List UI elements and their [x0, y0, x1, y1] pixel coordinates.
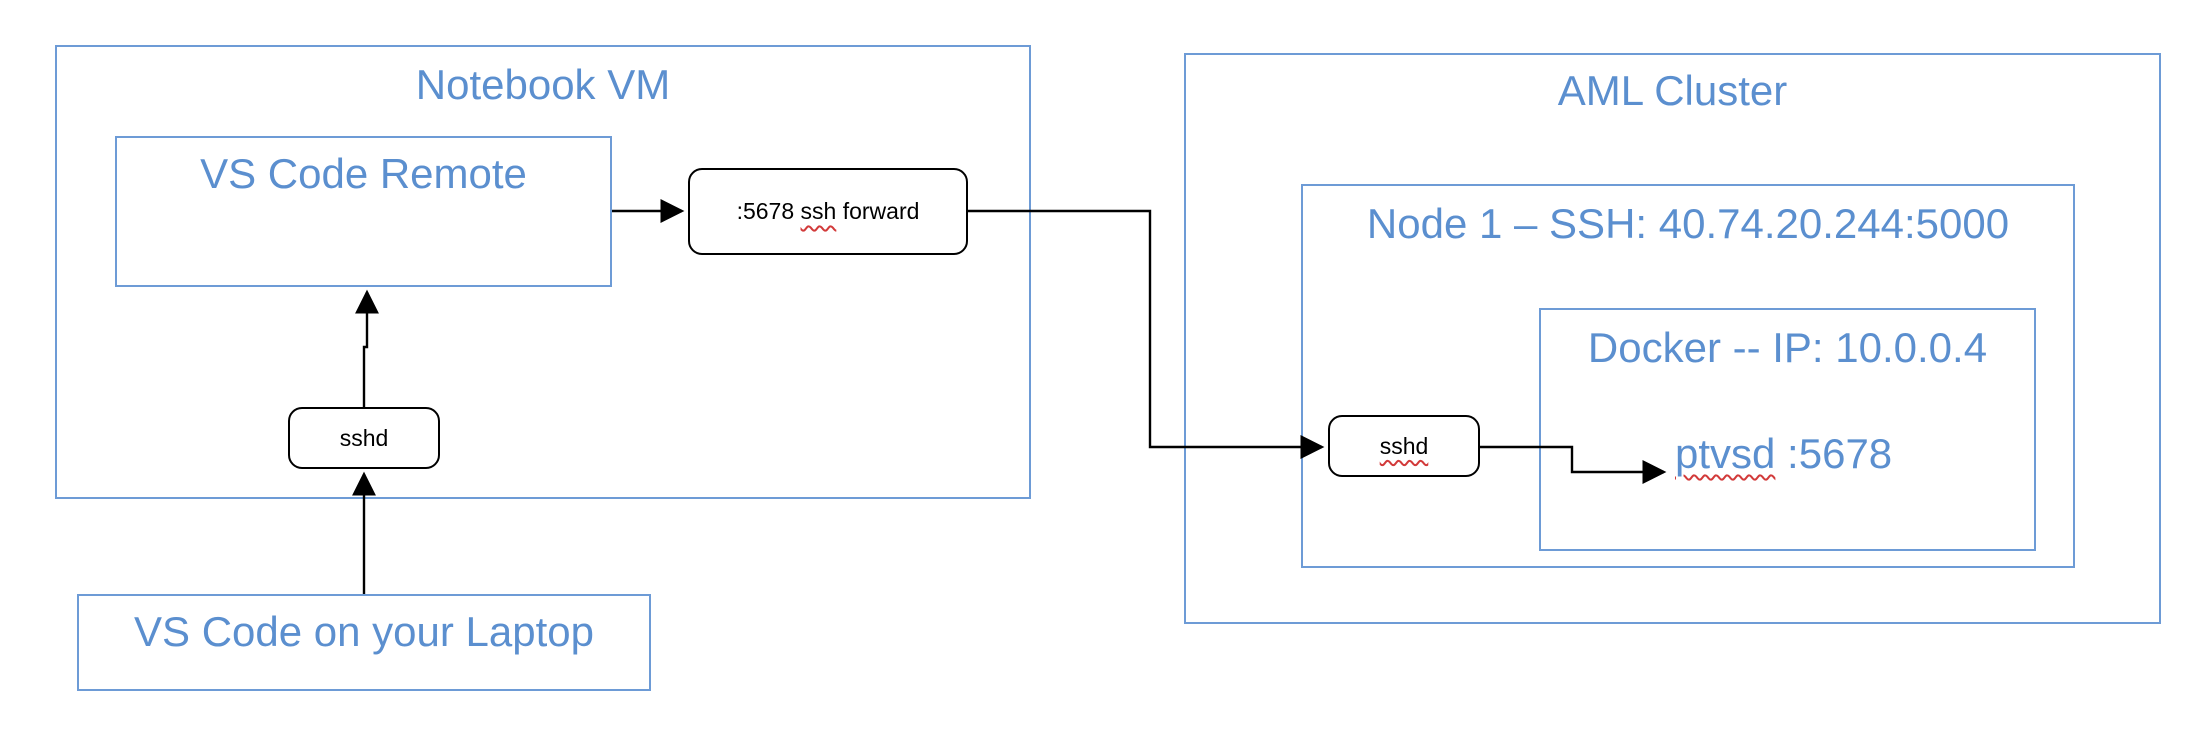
ptvsd-label: ptvsd :5678: [1675, 430, 1892, 478]
laptop-box: VS Code on your Laptop: [77, 594, 651, 691]
arrow-sshd-to-vscode-remote: [355, 289, 379, 407]
notebook-sshd-node: sshd: [288, 407, 440, 469]
ssh-forward-ssh: ssh: [800, 198, 837, 224]
ssh-forward-port: :5678: [736, 198, 795, 224]
arrow-aml-sshd-to-ptvsd: [1480, 445, 1667, 484]
notebook-sshd-label: sshd: [339, 424, 389, 451]
ssh-forward-forward: forward: [842, 198, 920, 224]
vscode-remote-box: VS Code Remote: [115, 136, 612, 287]
docker-title: Docker -- IP: 10.0.0.4: [1587, 324, 1988, 371]
docker-container: Docker -- IP: 10.0.0.4: [1539, 308, 2036, 551]
aml-sshd-node: sshd: [1328, 415, 1480, 477]
arrow-forward-to-aml-sshd: [968, 209, 1325, 459]
notebook-vm-container: Notebook VM: [55, 45, 1031, 499]
vscode-remote-label: VS Code Remote: [200, 150, 527, 197]
aml-sshd-label: sshd: [1379, 432, 1429, 459]
aml-cluster-title: AML Cluster: [1557, 67, 1788, 114]
ptvsd-name: ptvsd: [1675, 430, 1776, 477]
node1-container: Node 1 – SSH: 40.74.20.244:5000: [1301, 184, 2075, 568]
notebook-vm-title: Notebook VM: [415, 61, 671, 108]
laptop-label: VS Code on your Laptop: [134, 608, 594, 655]
ptvsd-port: :5678: [1775, 430, 1893, 477]
aml-cluster-container: AML Cluster: [1184, 53, 2161, 624]
node1-title: Node 1 – SSH: 40.74.20.244:5000: [1366, 200, 2010, 247]
ssh-forward-node: :5678 ssh forward: [688, 168, 968, 255]
